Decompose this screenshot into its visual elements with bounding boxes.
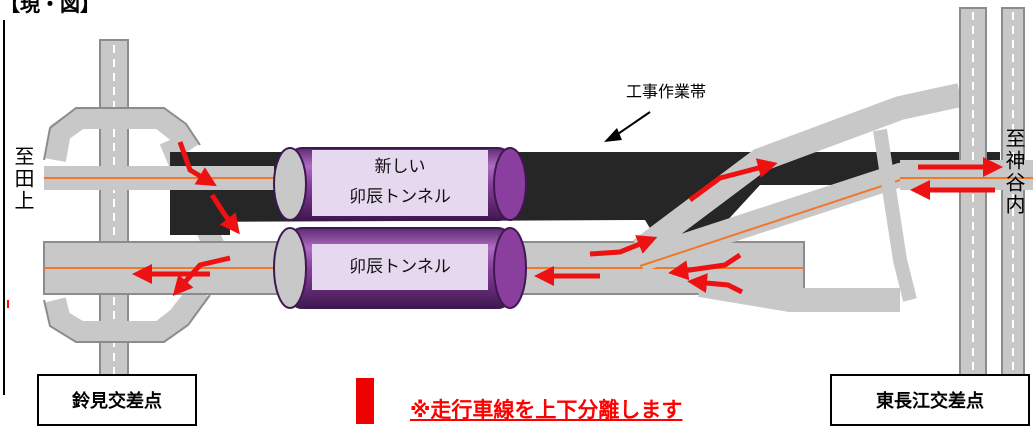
arrow-left-down: [177, 141, 217, 187]
traffic-arrows: [132, 141, 1003, 297]
arrow-lane-west-3: [687, 273, 744, 295]
new-tunnel: [273, 147, 527, 221]
right-vertical-road-1: [959, 7, 987, 394]
arrow-lane-east-2: [688, 158, 778, 203]
left-intersection-label: 鈴見交差点: [37, 374, 197, 426]
right-loop-road: [873, 128, 917, 302]
arrow-left-ramp-down: [209, 193, 240, 235]
upper-road-left: [44, 166, 274, 190]
arrow-lane-east-1: [589, 235, 658, 257]
work-zone-label: 工事作業帯: [626, 82, 707, 101]
old-tunnel: [273, 227, 527, 309]
left-direction-label: 至田上: [11, 146, 35, 212]
work-zone-pointer-head: [604, 128, 622, 142]
arrow-lane-west-2: [668, 252, 742, 281]
old-tunnel-label: 卯辰トンネル: [349, 257, 451, 277]
notice-red-block: [356, 378, 374, 424]
right-direction-label: 至神谷内: [1002, 128, 1026, 216]
page-heading: 【現・図】: [0, 0, 100, 16]
arrow-left-turn-down: [172, 255, 231, 297]
left-interchange-edges: [43, 107, 211, 343]
new-tunnel-label-line2: 卯辰トンネル: [349, 187, 451, 207]
notice-text: ※走行車線を上下分離します: [410, 398, 683, 422]
new-tunnel-label-line1: 新しい: [374, 157, 426, 177]
right-intersection-label: 東長江交差点: [830, 374, 1030, 426]
new-tunnel-label: 新しい 卯辰トンネル: [312, 152, 488, 212]
